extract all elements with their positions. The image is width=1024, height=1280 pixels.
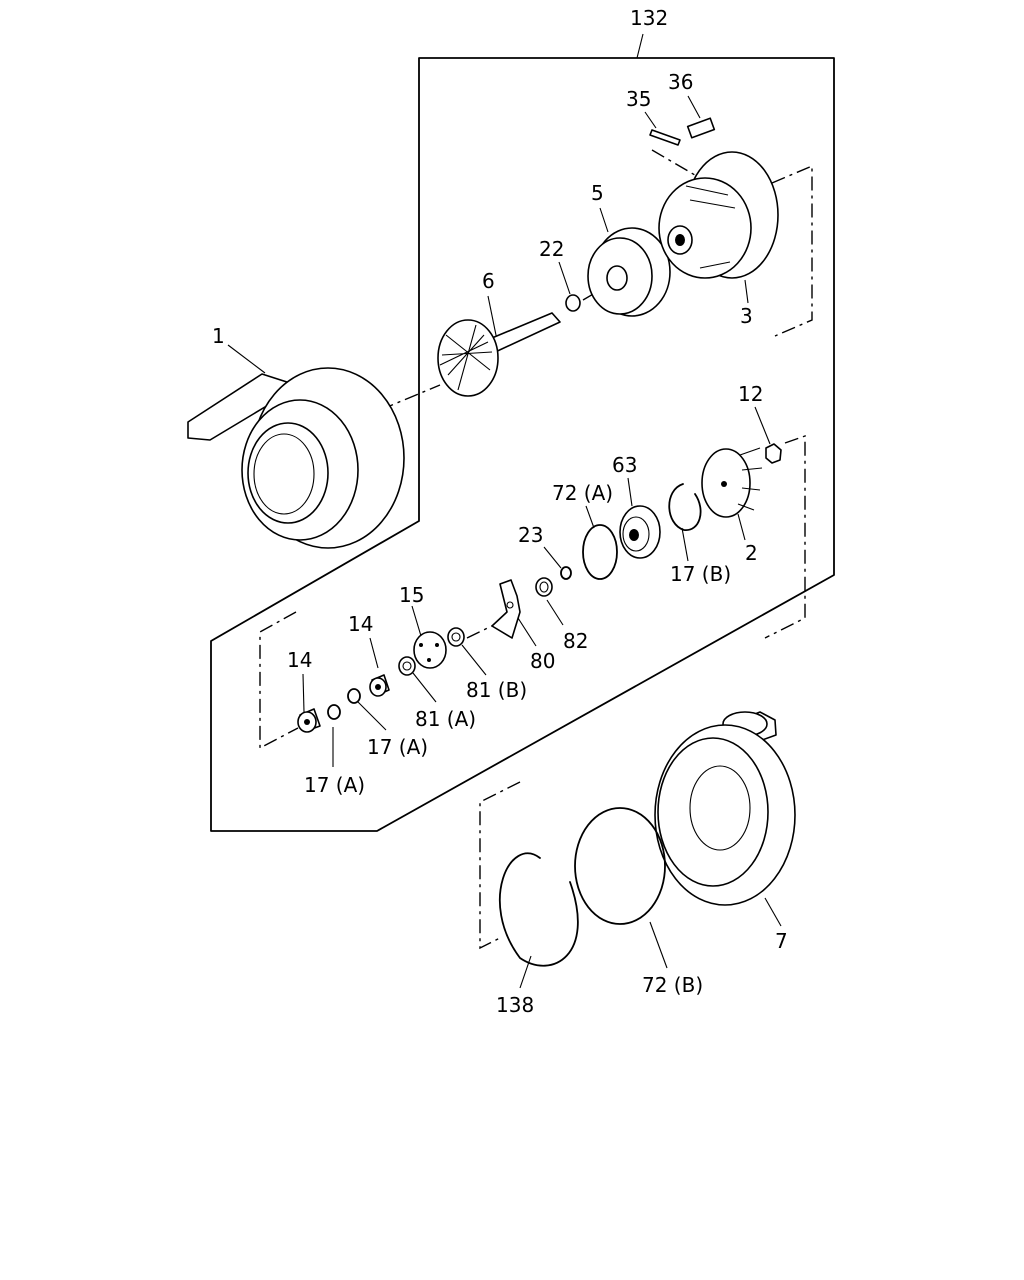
part-2-turbine-wheel bbox=[701, 447, 763, 518]
callout-36: 36 bbox=[668, 70, 693, 94]
part-138-snap-ring bbox=[498, 852, 579, 967]
callout-81a: 81 (A) bbox=[415, 707, 476, 731]
part-12-nut bbox=[765, 443, 782, 464]
callout-82: 82 bbox=[563, 629, 588, 653]
callout-3: 3 bbox=[740, 304, 753, 328]
part-81b-washer bbox=[447, 627, 465, 647]
part-22-ring bbox=[565, 294, 581, 312]
callout-2: 2 bbox=[745, 541, 758, 565]
part-14-bushing-lower bbox=[297, 708, 321, 733]
part-7-turbine-housing bbox=[654, 711, 796, 906]
part-72a-o-ring bbox=[582, 524, 618, 580]
part-6-shaft-wheel bbox=[437, 312, 561, 397]
callout-7: 7 bbox=[775, 929, 788, 953]
part-17b-snap-ring bbox=[668, 483, 702, 531]
callout-17a-upper: 17 (A) bbox=[367, 735, 428, 759]
callout-23: 23 bbox=[518, 523, 543, 547]
center-lines bbox=[259, 149, 813, 950]
callout-1: 1 bbox=[212, 324, 225, 348]
assembly-132-boundary bbox=[210, 57, 835, 832]
part-3-center-housing bbox=[658, 151, 779, 279]
part-63-seal bbox=[619, 505, 661, 559]
callout-72a: 72 (A) bbox=[552, 481, 613, 505]
part-81a-washer bbox=[398, 656, 416, 676]
part-1-compressor-housing bbox=[187, 367, 405, 549]
callout-15: 15 bbox=[399, 583, 424, 607]
callout-138: 138 bbox=[496, 993, 534, 1017]
part-5-plate bbox=[587, 227, 671, 317]
leader-lines bbox=[227, 33, 782, 989]
callout-labels: 132 36 35 5 22 6 3 1 12 63 72 (A) 23 17 … bbox=[212, 6, 788, 1017]
callout-6: 6 bbox=[482, 269, 495, 293]
callout-14-lower: 14 bbox=[287, 648, 312, 672]
part-82-nut bbox=[535, 577, 553, 597]
part-72b-o-ring bbox=[574, 807, 666, 925]
callout-14-upper: 14 bbox=[348, 612, 373, 636]
part-15-plate bbox=[413, 631, 447, 669]
callout-5: 5 bbox=[591, 181, 604, 205]
callout-17b: 17 (B) bbox=[670, 562, 731, 586]
callout-35: 35 bbox=[626, 87, 651, 111]
callout-12: 12 bbox=[738, 382, 763, 406]
part-23-ring bbox=[560, 566, 572, 580]
part-80-bracket bbox=[491, 579, 521, 639]
callout-63: 63 bbox=[612, 453, 637, 477]
part-35-36-fasteners bbox=[649, 117, 716, 146]
part-17a-rings bbox=[327, 688, 361, 720]
part-14-bushing-upper bbox=[369, 674, 390, 697]
callout-17a-lower: 17 (A) bbox=[304, 773, 365, 797]
callout-22: 22 bbox=[539, 237, 564, 261]
callout-80: 80 bbox=[530, 649, 555, 673]
callout-81b: 81 (B) bbox=[466, 678, 527, 702]
callout-72b: 72 (B) bbox=[642, 973, 703, 997]
callout-132: 132 bbox=[630, 6, 668, 30]
